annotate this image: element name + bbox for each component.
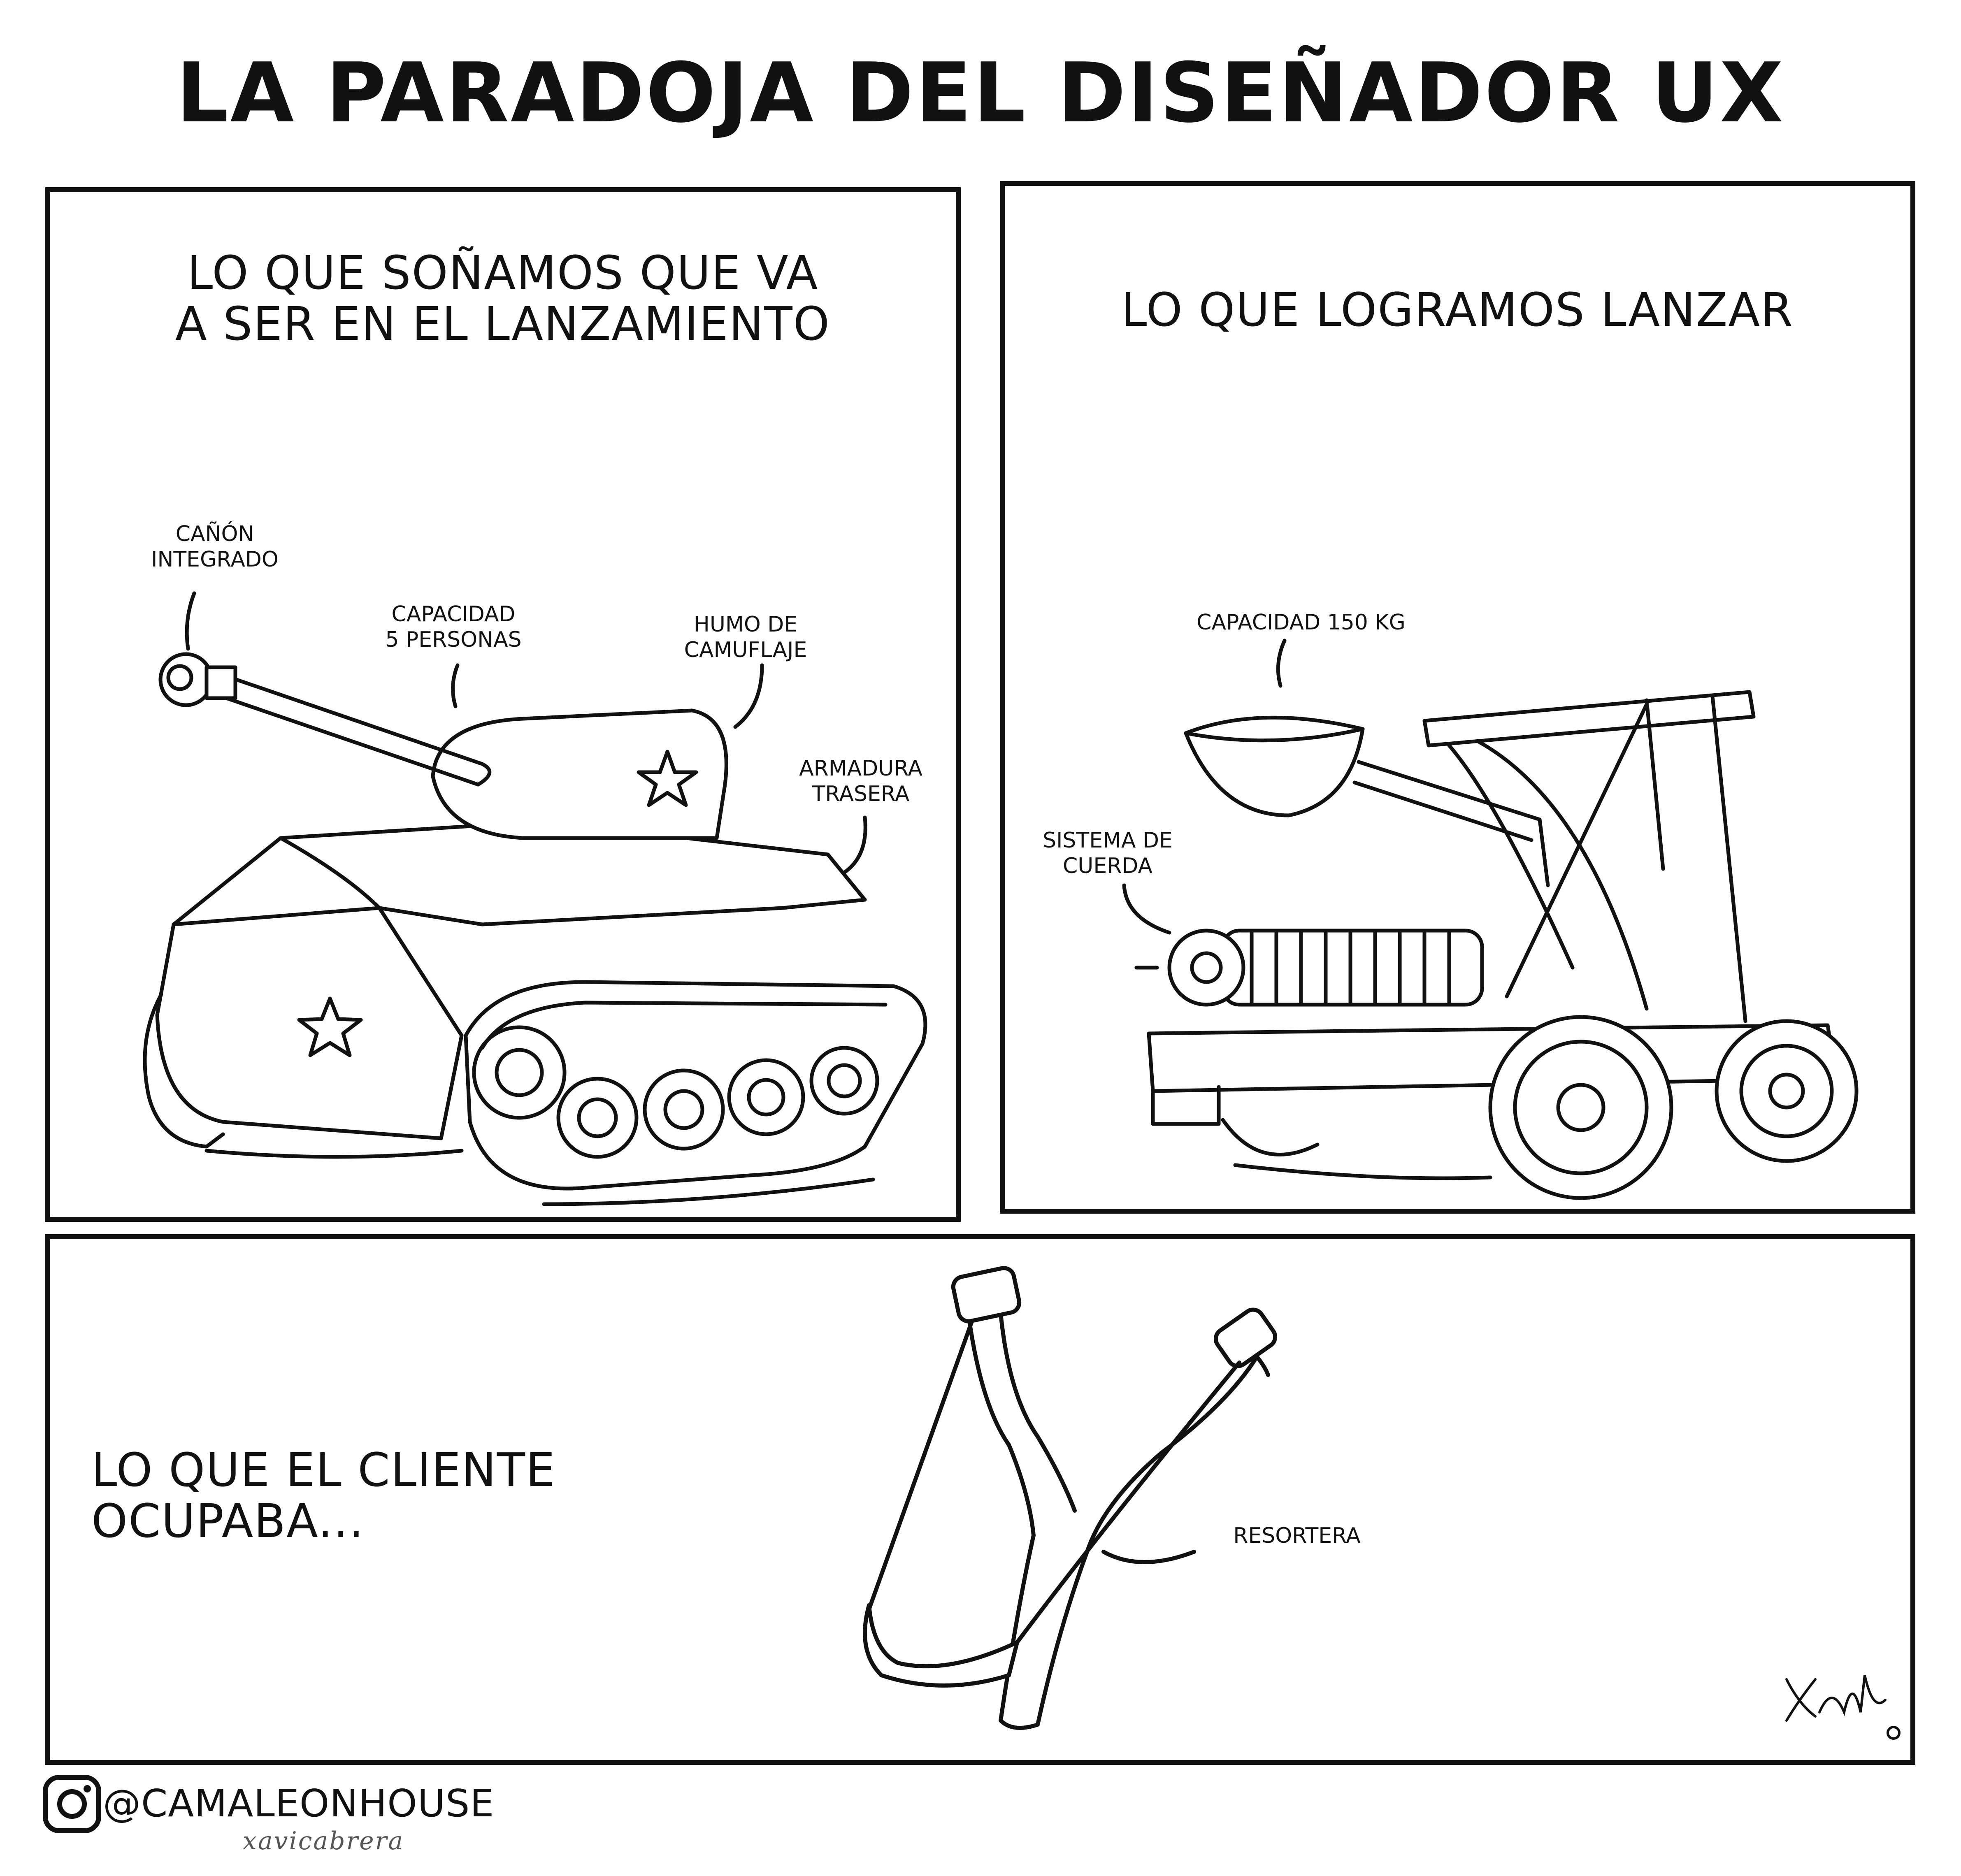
slingshot-drawing bbox=[863, 1266, 1901, 1740]
panel-achieved-caption: LO QUE LOGRAMOS LANZAR bbox=[1121, 283, 1794, 337]
label-cannon: CAÑÓN INTEGRADO bbox=[151, 522, 279, 572]
panel-achieved: LO QUE LOGRAMOS LANZAR CAPACIDAD 150 KG … bbox=[1000, 181, 1915, 1214]
label-armor: ARMADURA TRASERA bbox=[799, 756, 922, 806]
social-handle: @CAMALEONHOUSE bbox=[103, 1781, 495, 1825]
label-smoke: HUMO DE CAMUFLAJE bbox=[684, 612, 807, 662]
panel-needed-caption: LO QUE EL CLIENTE OCUPABA... bbox=[91, 1444, 556, 1548]
label-slingshot: RESORTERA bbox=[1233, 1523, 1361, 1548]
artist-credit: xavicabrera bbox=[243, 1827, 404, 1855]
tank-drawing bbox=[143, 591, 927, 1206]
label-catapult-capacity: CAPACIDAD 150 KG bbox=[1197, 610, 1406, 635]
label-tank-capacity: CAPACIDAD 5 PERSONAS bbox=[385, 602, 522, 652]
instagram-icon bbox=[43, 1775, 101, 1833]
comic-title: LA PARADOJA DEL DISEÑADOR UX bbox=[176, 45, 1785, 141]
artist-signature bbox=[1785, 1675, 1901, 1740]
label-rope: SISTEMA DE CUERDA bbox=[1043, 828, 1173, 878]
catapult-drawing bbox=[1122, 638, 1859, 1200]
panel-needed: LO QUE EL CLIENTE OCUPABA... RESORTERA bbox=[45, 1234, 1915, 1765]
panel-dream: LO QUE SOÑAMOS QUE VA A SER EN EL LANZAM… bbox=[45, 187, 961, 1222]
panel-dream-caption: LO QUE SOÑAMOS QUE VA A SER EN EL LANZAM… bbox=[175, 246, 830, 351]
